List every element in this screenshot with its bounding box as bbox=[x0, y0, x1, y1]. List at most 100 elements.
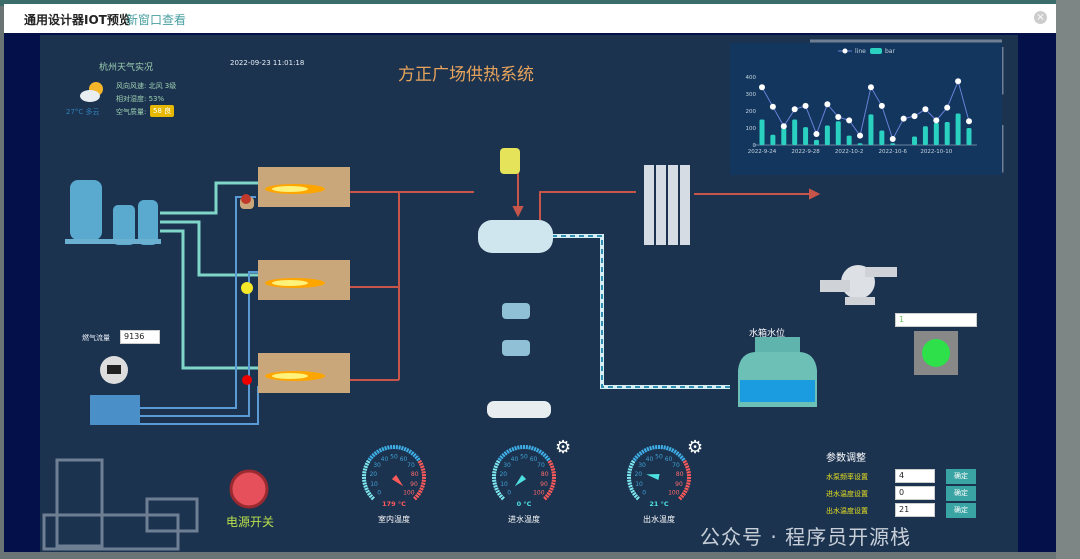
humidity-text: 相对湿度: 53% bbox=[116, 95, 165, 103]
bar bbox=[857, 143, 863, 145]
gauge-tick bbox=[685, 484, 690, 488]
gauge-tick bbox=[493, 465, 498, 469]
gauge-tick bbox=[636, 452, 641, 458]
gauge-tick-label: 70 bbox=[407, 462, 415, 469]
radiator bbox=[644, 165, 690, 245]
gauge-tick bbox=[494, 462, 500, 466]
gauge-tick bbox=[501, 452, 506, 458]
gauge-tick bbox=[362, 479, 367, 483]
gauge-tick-label: 80 bbox=[411, 471, 419, 478]
bar bbox=[759, 119, 765, 145]
x-tick-label: 2022-10-2 bbox=[835, 149, 863, 155]
gauge-tick-label: 100 bbox=[403, 489, 415, 496]
gauge-needle bbox=[391, 474, 404, 487]
bar bbox=[846, 135, 852, 145]
gauge-tick-label: 70 bbox=[537, 462, 545, 469]
gauge-tick bbox=[492, 471, 497, 474]
partly-cloudy-icon bbox=[80, 82, 103, 102]
line-point bbox=[780, 123, 787, 130]
cooling-tower bbox=[738, 337, 817, 407]
gauge-tick bbox=[551, 482, 556, 485]
gauge-tick bbox=[551, 471, 556, 474]
gauge-tick-label: 40 bbox=[646, 456, 654, 463]
gauge-tick bbox=[517, 445, 520, 450]
weather-title: 杭州天气实况 bbox=[99, 63, 154, 73]
gauge-tick-label: 0 bbox=[507, 489, 511, 496]
pump-frequency-input[interactable]: 4 bbox=[895, 469, 935, 483]
line-point bbox=[813, 130, 820, 137]
param-label: 水泵频率设置 bbox=[826, 473, 868, 481]
bar bbox=[890, 143, 896, 145]
confirm-button[interactable]: 确定 bbox=[946, 486, 976, 501]
gauge-tick bbox=[685, 465, 690, 469]
inlet-temp-input[interactable]: 0 bbox=[895, 486, 935, 500]
confirm-button[interactable]: 确定 bbox=[946, 469, 976, 484]
gauge-tick bbox=[421, 482, 426, 485]
feed-water-pipes bbox=[160, 181, 258, 370]
gauge-tick bbox=[550, 484, 555, 488]
gauge-tick bbox=[384, 445, 388, 451]
gauge-tick bbox=[418, 462, 424, 466]
gauge-tick bbox=[538, 449, 542, 454]
gauge-tick-label: 90 bbox=[675, 481, 683, 488]
gauge-tick-label: 90 bbox=[540, 481, 548, 488]
outlet-temp-input[interactable]: 21 bbox=[895, 503, 935, 517]
gauge-tick bbox=[627, 468, 633, 472]
gauge-label: 进水温度 bbox=[508, 514, 540, 524]
gauge-tick bbox=[495, 489, 500, 494]
gauge-tick-label: 40 bbox=[511, 456, 519, 463]
gauge-tick bbox=[643, 448, 648, 453]
wind-text: 风向风速: 北风 3级 bbox=[116, 82, 177, 90]
gear-icon[interactable]: ⚙ bbox=[555, 437, 572, 458]
gauge-value: 21 °C bbox=[649, 500, 669, 508]
gauge-tick bbox=[370, 496, 375, 501]
gauge-tick bbox=[416, 457, 421, 462]
line-point bbox=[846, 117, 853, 124]
gauge-label: 出水温度 bbox=[643, 514, 675, 524]
bar bbox=[879, 130, 885, 145]
gauge-tick bbox=[362, 471, 367, 474]
gauge-tick bbox=[420, 484, 425, 488]
status-input[interactable]: 1 bbox=[895, 313, 977, 327]
gauge-tick-label: 70 bbox=[672, 462, 680, 469]
gauge-tick bbox=[414, 455, 419, 460]
gauge-needle bbox=[646, 474, 660, 480]
gauge-tick bbox=[677, 452, 682, 458]
gauge-tick-label: 30 bbox=[373, 462, 381, 469]
gauge-tick bbox=[412, 452, 417, 458]
expansion-vessel bbox=[500, 148, 520, 174]
gear-icon[interactable]: ⚙ bbox=[687, 437, 704, 458]
hot-water-pipes bbox=[350, 169, 821, 381]
gauge-tick bbox=[403, 446, 407, 452]
gauge-tick bbox=[544, 494, 550, 499]
bar bbox=[955, 113, 961, 145]
water-level-fill bbox=[740, 380, 815, 402]
gauge-tick-label: 50 bbox=[655, 454, 663, 461]
gauge-tick bbox=[535, 448, 540, 453]
gauge-tick bbox=[410, 451, 415, 456]
gauge-tick bbox=[368, 494, 374, 499]
power-button[interactable] bbox=[229, 469, 269, 509]
gauge-tick-label: 90 bbox=[410, 481, 418, 488]
close-icon[interactable]: × bbox=[1034, 11, 1047, 24]
line-point bbox=[867, 84, 874, 91]
line-point bbox=[802, 102, 809, 109]
gauge-tick bbox=[631, 491, 637, 496]
gauge-tick bbox=[363, 465, 368, 469]
status-lamp bbox=[914, 331, 958, 375]
gas-flow-label: 燃气流量 bbox=[82, 334, 110, 342]
distribution-tank bbox=[478, 220, 553, 253]
open-new-window-link[interactable]: 新窗口查看 bbox=[126, 13, 187, 27]
legend-bar-marker bbox=[870, 48, 882, 54]
gas-flow-input[interactable]: 9136 bbox=[120, 330, 160, 344]
gauge-tick bbox=[629, 487, 634, 491]
gauge-tick bbox=[678, 496, 683, 501]
gauge-tick-label: 100 bbox=[533, 489, 545, 496]
confirm-button[interactable]: 确定 bbox=[946, 503, 976, 518]
gauge-tick bbox=[365, 489, 370, 494]
gauge-tick bbox=[675, 451, 680, 456]
line-point bbox=[759, 84, 765, 91]
gauge-tick bbox=[684, 487, 689, 491]
